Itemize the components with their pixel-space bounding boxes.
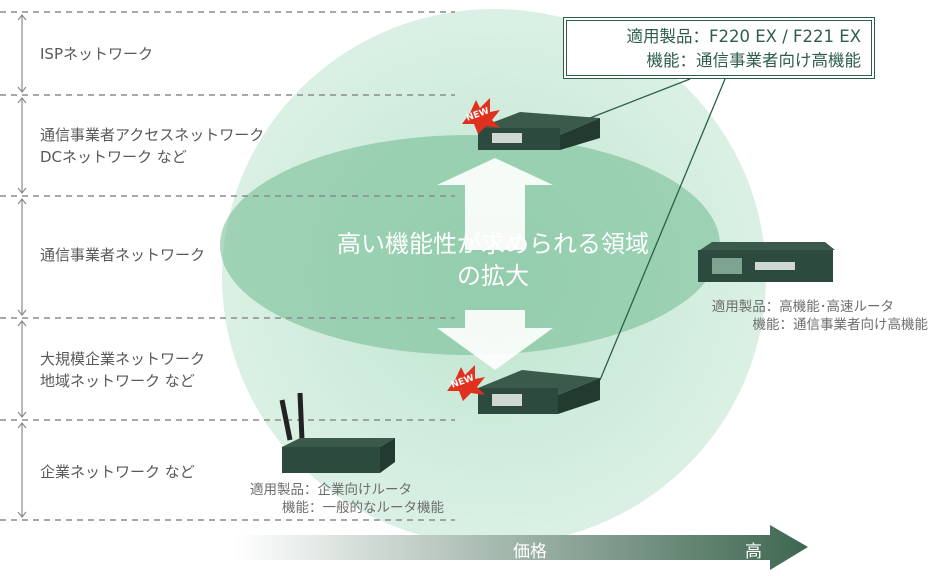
tier-label-enterprise: 企業ネットワーク など [40, 463, 195, 481]
callout-line1: 適用製品：F220 EX / F221 EX [626, 27, 861, 46]
tier-dividers [0, 11, 455, 521]
tier-label-carrier: 通信事業者ネットワーク [40, 246, 206, 264]
enterprise-spec: 適用製品：企業向けルータ 機能：一般的なルータ機能 [250, 481, 444, 517]
up-arrow [437, 158, 553, 250]
enterprise-spec-line1: 適用製品：企業向けルータ [250, 482, 412, 498]
callout-line2: 機能：通信事業者向け高機能 [646, 51, 862, 70]
tier-label-large-enterprise: 大規模企業ネットワーク 地域ネットワーク など [40, 350, 206, 390]
center-text-line1: 高い機能性が求められる領域 [337, 230, 649, 258]
tier-brackets [17, 14, 27, 518]
tier-label-carrier-access: 通信事業者アクセスネットワーク DCネットワーク など [40, 126, 265, 166]
price-high-label: 高 [745, 542, 762, 562]
product-callout: 適用製品：F220 EX / F221 EX 機能：通信事業者向け高機能 [563, 17, 875, 79]
highend-spec-line1: 適用製品：高機能･高速ルータ [711, 299, 894, 315]
center-text-line2: の拡大 [457, 262, 529, 290]
enterprise-spec-line2: 機能：一般的なルータ機能 [282, 500, 444, 516]
tier-label-isp: ISPネットワーク [40, 45, 153, 63]
enterprise-router-icon [279, 392, 395, 473]
router-f221-icon [478, 370, 600, 414]
router-f220-icon [478, 112, 600, 150]
highend-router-icon [698, 242, 835, 282]
price-arrow [235, 525, 808, 570]
highend-spec-line2: 機能：通信事業者向け高機能 [752, 317, 929, 333]
new-badges [447, 98, 500, 401]
down-arrow [437, 310, 553, 370]
highend-spec: 適用製品：高機能･高速ルータ 機能：通信事業者向け高機能 [712, 298, 928, 334]
price-label: 価格 [513, 542, 547, 562]
callout-lines [589, 78, 726, 381]
